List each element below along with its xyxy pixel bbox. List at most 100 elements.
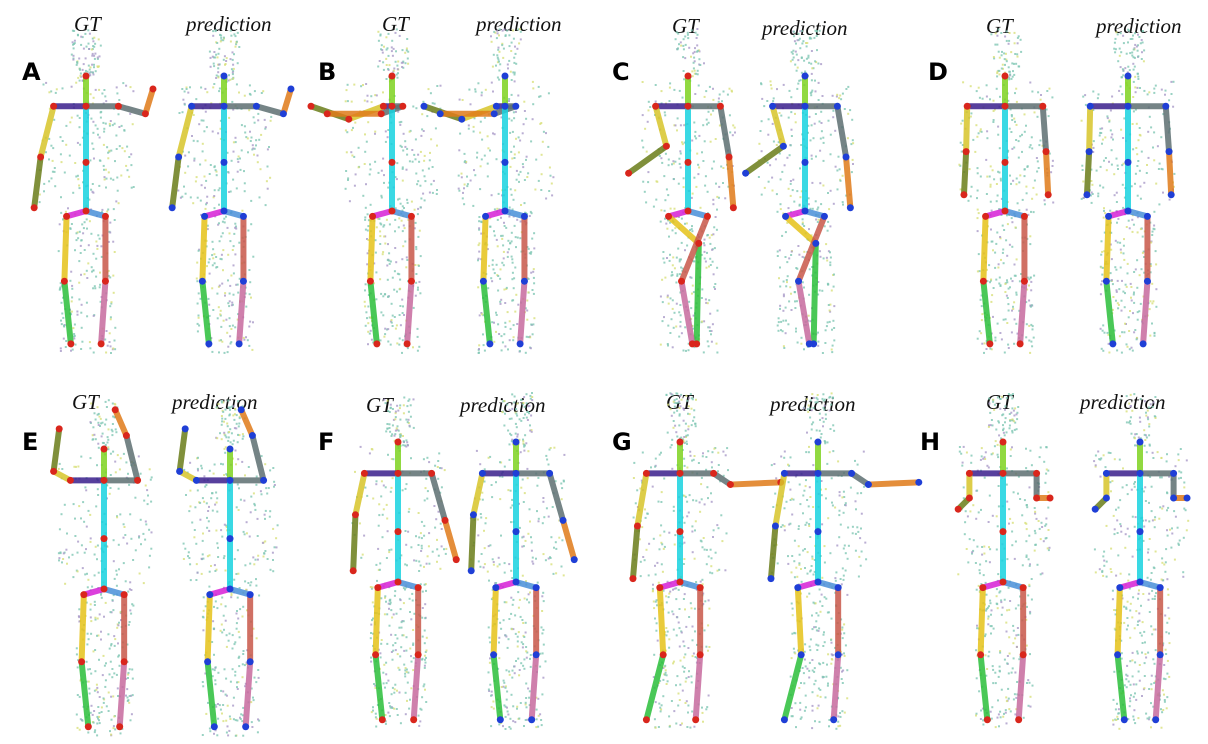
point-cloud-gt-a-point [76,61,79,64]
point-cloud-gt-e-point [85,548,87,551]
point-cloud-prediction-b-point [461,99,464,101]
skeleton-gt-c-joint [678,277,686,285]
point-cloud-prediction-a-point [234,226,237,229]
point-cloud-gt-e-point [110,718,113,721]
point-cloud-gt-c-point [697,173,700,176]
point-cloud-prediction-c-point [817,344,820,347]
point-cloud-prediction-c-point [795,53,798,56]
point-cloud-prediction-a-point [248,109,251,112]
skeleton-prediction-e-bone [204,591,213,665]
point-cloud-gt-d-point [1001,50,1003,53]
point-cloud-gt-a-point [87,29,90,32]
point-cloud-gt-c-point [708,236,711,239]
point-cloud-prediction-b-point [510,255,513,258]
point-cloud-gt-a-point [96,57,99,60]
point-cloud-gt-e-point [113,715,116,718]
point-cloud-prediction-d-point [1155,305,1158,308]
point-cloud-gt-e-point [86,586,89,589]
point-cloud-prediction-e-point [266,558,269,560]
point-cloud-gt-f-point [359,445,362,448]
point-cloud-gt-a-point [101,208,104,211]
point-cloud-prediction-e-point [235,627,238,630]
point-cloud-gt-b-point [383,224,386,227]
point-cloud-prediction-e-point [196,489,199,492]
point-cloud-gt-b-point [404,145,407,148]
point-cloud-prediction-c-point [769,84,772,87]
point-cloud-prediction-d-point [1168,198,1171,201]
point-cloud-prediction-e-point [210,497,213,500]
skeleton-prediction-a-joint [252,102,260,110]
skeleton-gt-e-bone [123,432,141,484]
skeleton-gt-d-joint [962,148,970,156]
point-cloud-gt-b-point [394,218,397,221]
point-cloud-prediction-b-point [512,111,515,114]
point-cloud-prediction-e-point [238,487,240,490]
point-cloud-gt-e-point [93,600,96,603]
point-cloud-gt-c-point [678,43,680,46]
point-cloud-prediction-e-point [264,509,267,512]
point-cloud-gt-b-point [390,319,393,322]
point-cloud-prediction-d-point [1112,138,1114,141]
point-cloud-gt-d-point [1016,42,1019,45]
point-cloud-prediction-c-point [852,142,855,145]
point-cloud-gt-b-point [385,36,388,39]
point-cloud-gt-c-point [734,131,736,134]
point-cloud-gt-a-point [79,74,82,77]
point-cloud-gt-d-point [989,281,991,284]
point-cloud-gt-b-point [382,225,385,228]
point-cloud-gt-d-point [979,298,982,301]
skeleton-gt-c-bone [726,154,737,211]
point-cloud-gt-d-point [961,119,964,122]
point-cloud-gt-a-point [80,311,83,314]
point-cloud-gt-c-point [691,139,694,142]
point-cloud-prediction-a-point [250,223,253,226]
point-cloud-gt-e-point [109,730,111,733]
point-cloud-gt-a-point [91,270,93,273]
point-cloud-gt-f-point [420,708,423,711]
point-cloud-gt-c-point [660,90,663,93]
point-cloud-prediction-b-point [495,158,498,161]
skeleton-gt-b-joint [388,102,396,110]
point-cloud-prediction-a-point [249,320,252,323]
point-cloud-gt-a-point [92,120,95,123]
point-cloud-gt-f-point [375,483,378,486]
point-cloud-prediction-d-point [1100,132,1103,134]
point-cloud-gt-c-point [667,324,670,327]
point-cloud-gt-d-point [983,342,986,345]
point-cloud-prediction-a-point [232,63,235,66]
point-cloud-gt-c-point [693,121,696,124]
point-cloud-gt-c-point [671,299,674,302]
point-cloud-prediction-c-point [850,171,853,174]
point-cloud-gt-f-point [388,411,391,413]
point-cloud-gt-f-point [374,684,377,687]
point-cloud-gt-b-point [408,160,411,163]
point-cloud-prediction-d-point [1096,97,1099,100]
point-cloud-gt-a-point [94,42,97,45]
skeleton-gt-a-joint [82,72,90,80]
point-cloud-prediction-b-point [463,161,466,164]
point-cloud-prediction-e-point [232,696,235,699]
point-cloud-prediction-d-point [1155,263,1158,266]
point-cloud-prediction-d-point [1152,227,1155,230]
point-cloud-prediction-c-point [810,94,813,97]
point-cloud-prediction-b-point [496,61,499,64]
point-cloud-prediction-c-point [799,196,802,199]
point-cloud-prediction-b-point [462,191,464,194]
point-cloud-gt-b-point [397,110,400,113]
skeleton-prediction-c-joint [842,153,850,161]
point-cloud-prediction-b-point [508,206,511,209]
point-cloud-prediction-b-point [496,29,499,32]
skeleton-prediction-c-joint [812,239,820,247]
point-cloud-prediction-d-point [1120,128,1123,131]
point-cloud-prediction-e-point [234,670,237,673]
point-cloud-gt-e-point [130,694,133,697]
point-cloud-prediction-e-point [202,685,205,688]
point-cloud-prediction-e-point [255,681,258,684]
point-cloud-gt-c-point [677,216,680,218]
point-cloud-prediction-b-point [523,179,526,181]
point-cloud-gt-d-point [977,253,980,256]
point-cloud-prediction-c-point [806,42,809,44]
point-cloud-gt-b-point [413,227,416,230]
point-cloud-prediction-e-point [237,425,240,428]
point-cloud-gt-e-point [76,570,79,573]
